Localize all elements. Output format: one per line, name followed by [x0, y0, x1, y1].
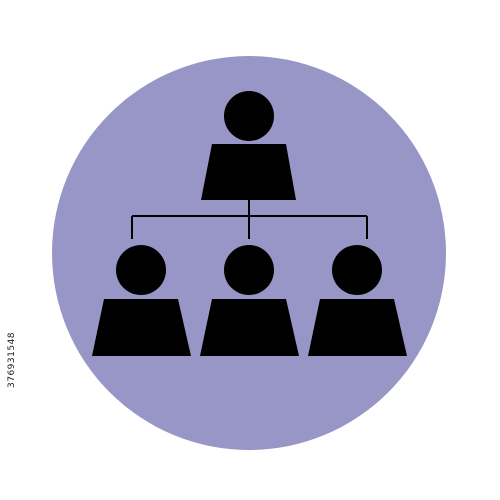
person-icon-left [92, 245, 191, 356]
hierarchy-connector [131, 200, 368, 239]
person-icon-middle [200, 245, 299, 356]
stock-id-label: 376931548 [7, 331, 17, 388]
person-icon-right [308, 245, 407, 356]
top-person-icon [201, 91, 296, 200]
